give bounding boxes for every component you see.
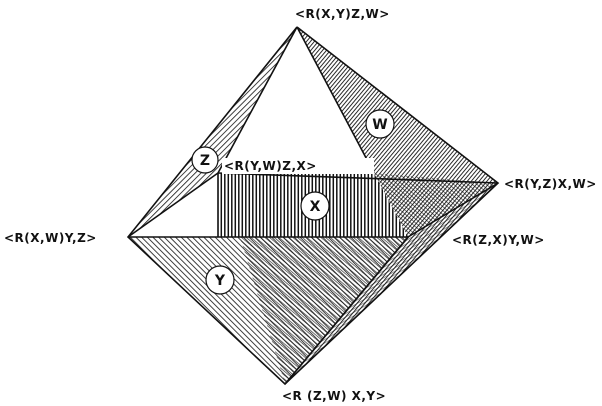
svg-text:X: X	[310, 199, 321, 215]
vertex-label-left: <R(X,W)Y,Z>	[4, 231, 97, 245]
vertex-label-bottom: <R (Z,W) X,Y>	[282, 389, 386, 403]
svg-text:W: W	[372, 117, 387, 133]
face-label-y: Y	[206, 266, 234, 294]
face-label-x: X	[301, 192, 329, 220]
vertex-label-right: <R(Y,Z)X,W>	[504, 177, 597, 191]
vertex-label-mid-right: <R(Z,X)Y,W>	[452, 233, 545, 247]
vertex-label-inner: <R(Y,W)Z,X>	[224, 159, 317, 173]
svg-text:Y: Y	[214, 273, 226, 289]
face-label-w: W	[366, 110, 394, 138]
face-label-z: Z	[192, 147, 218, 173]
vertex-label-top: <R(X,Y)Z,W>	[295, 7, 390, 21]
svg-text:Z: Z	[200, 153, 210, 169]
